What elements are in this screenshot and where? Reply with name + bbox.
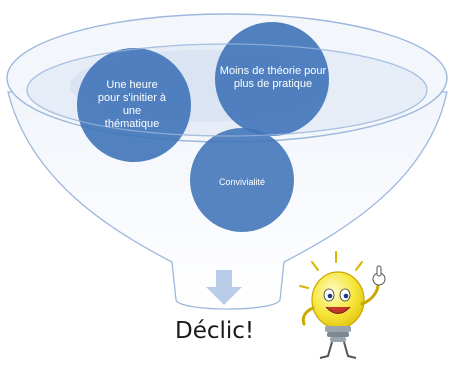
circle-right-label: Moins de théorie pour plus de pratique [219, 65, 327, 90]
down-arrow-icon [206, 270, 242, 305]
circle-bottom-label: Convivialité [218, 176, 266, 187]
circle-left-label: Une heure pour s'initier à une thématiqu… [97, 79, 167, 130]
funnel-rim-inner-line [26, 43, 428, 137]
circle-bottom [190, 128, 294, 232]
result-label: Déclic! [175, 318, 255, 344]
lightbulb-mascot-icon [299, 251, 386, 359]
circle-right [215, 22, 329, 136]
